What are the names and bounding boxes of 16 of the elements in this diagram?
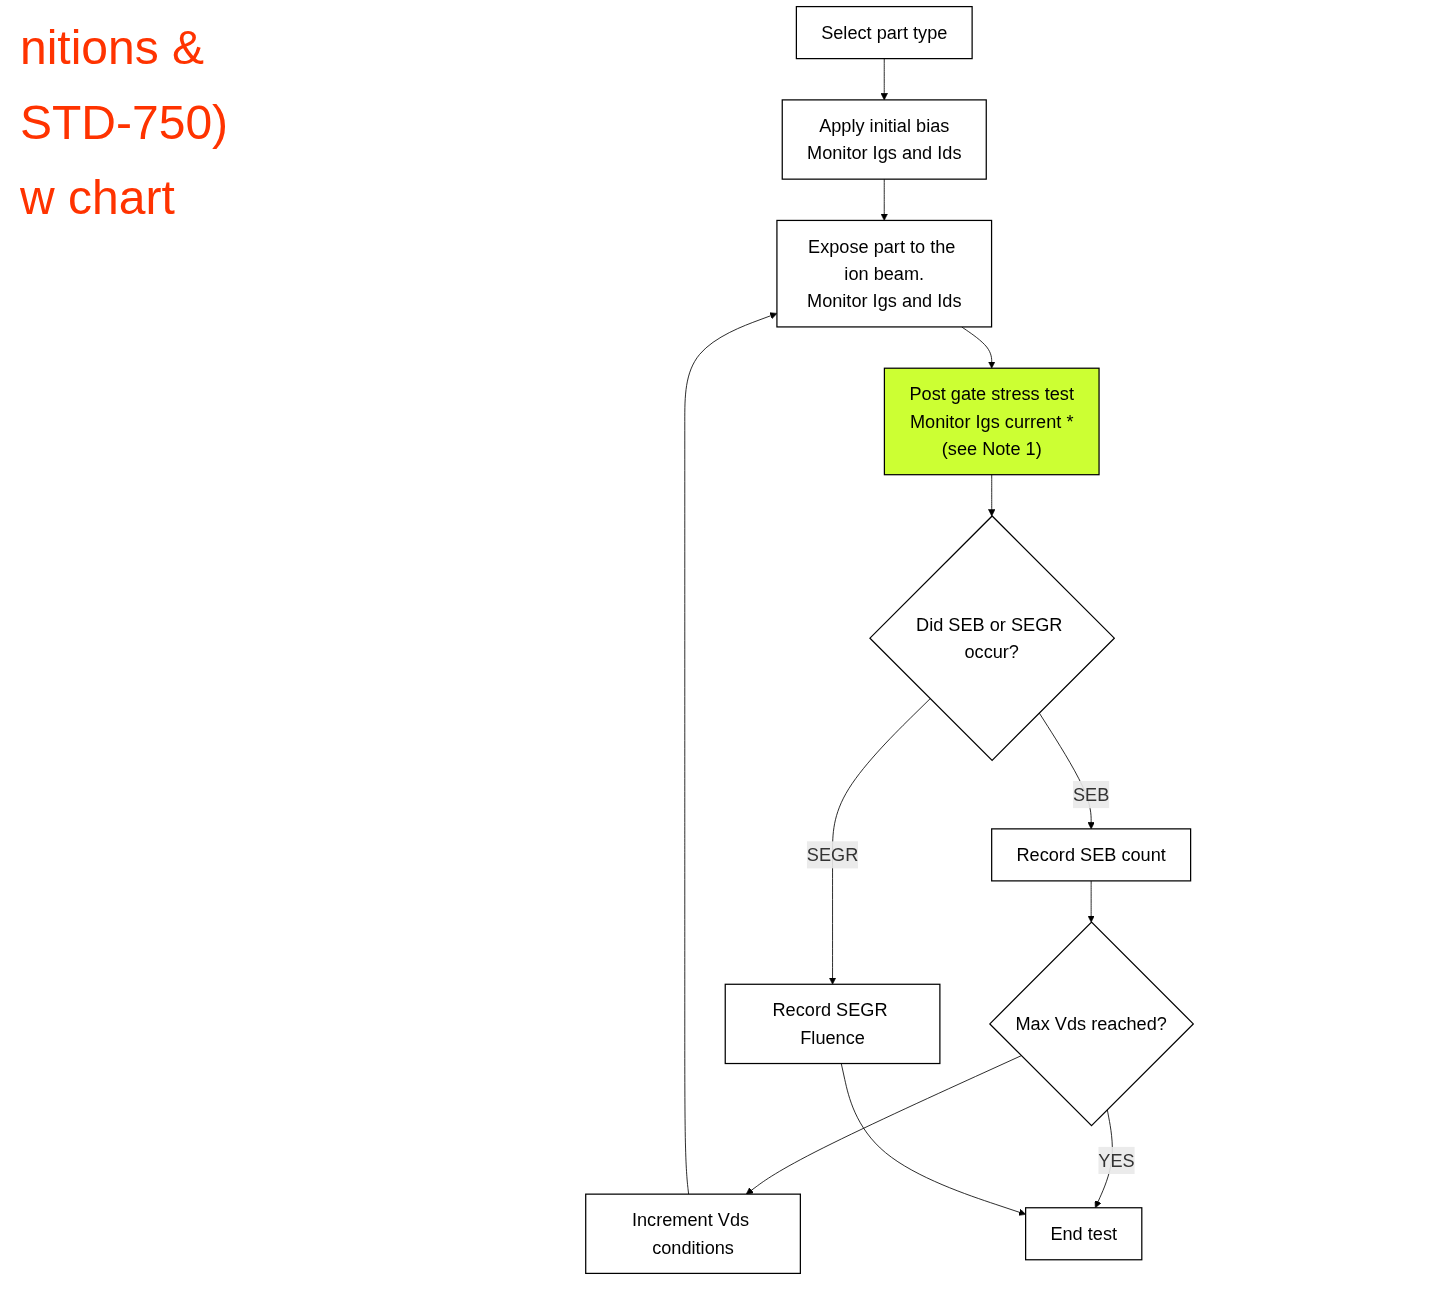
node-box: Increment Vds conditions <box>585 1193 801 1274</box>
node-diamond: Did SEB or SEGR occur? <box>869 515 1116 762</box>
node-box: Record SEGR Fluence <box>724 983 941 1065</box>
node-box: Post gate stress test Monitor Igs current *(see Note 1) <box>883 367 1100 476</box>
node-box: Apply initial bias Monitor Igs and Ids <box>781 99 987 180</box>
node-box: End test <box>1025 1207 1143 1261</box>
slide-heading-fragment: STD-750) <box>20 95 230 150</box>
slide-heading-fragment: nitions & <box>20 20 206 75</box>
node-box: Select part type <box>795 5 973 60</box>
node-box: Record SEB count <box>991 828 1192 882</box>
edge-label: SEGR <box>806 844 859 866</box>
node-box: Expose part to the ion beam. Monitor Igs and Ids <box>776 219 993 328</box>
edge-label: YES <box>1098 1150 1135 1171</box>
edge-label: SEB <box>1072 784 1110 805</box>
node-diamond: Max Vds reached? <box>988 921 1195 1127</box>
slide-heading-fragment: w chart <box>20 170 176 225</box>
